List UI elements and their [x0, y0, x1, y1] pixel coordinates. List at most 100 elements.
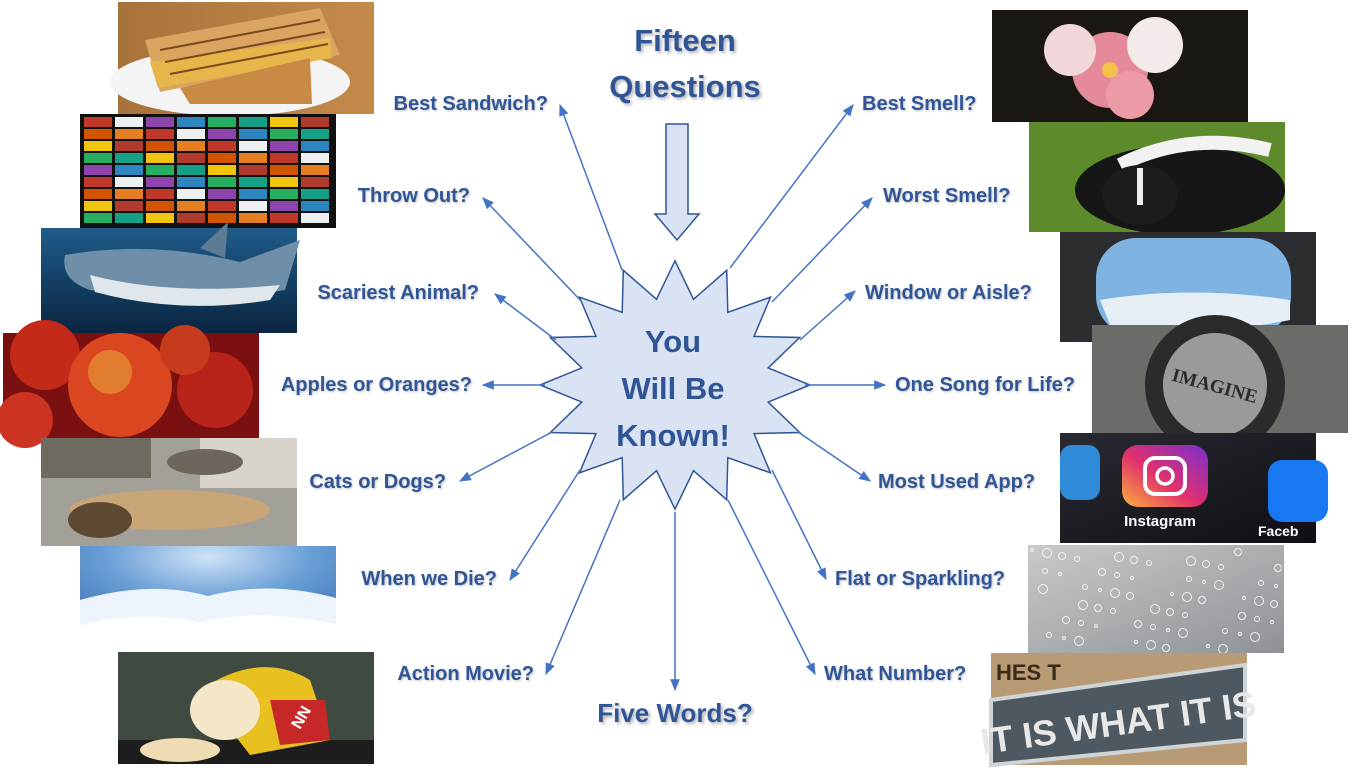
- photo-phone-apps: Instagram Faceb: [1060, 433, 1328, 543]
- bubble: [1214, 580, 1224, 590]
- vhs-tape: [301, 189, 329, 199]
- vhs-tape: [239, 213, 267, 223]
- bubble: [1258, 580, 1264, 586]
- center-text: You Will Be Known!: [588, 318, 758, 459]
- vhs-tape: [270, 165, 298, 175]
- vhs-tape: [208, 129, 236, 139]
- vhs-tape: [239, 141, 267, 151]
- photo-skunk: [1029, 122, 1285, 235]
- bubble: [1238, 612, 1246, 620]
- question-flat-or-sparkling: Flat or Sparkling?: [835, 568, 1006, 590]
- vhs-tape: [301, 201, 329, 211]
- bubble: [1058, 552, 1066, 560]
- vhs-tape: [84, 201, 112, 211]
- title: Fifteen Questions: [560, 18, 810, 110]
- vhs-tape: [208, 177, 236, 187]
- bubble: [1202, 580, 1206, 584]
- vhs-tape: [270, 117, 298, 127]
- bubble: [1114, 552, 1124, 562]
- center-line-2: Will Be: [621, 371, 725, 406]
- vhs-tape: [177, 141, 205, 151]
- bubble: [1074, 556, 1080, 562]
- bubble: [1182, 612, 1188, 618]
- question-best-smell: Best Smell?: [862, 93, 977, 115]
- bubble: [1110, 608, 1116, 614]
- bubble: [1038, 584, 1048, 594]
- vhs-tape: [239, 177, 267, 187]
- vhs-tape: [115, 213, 143, 223]
- arrow-scariest-animal: [494, 293, 557, 341]
- vhs-tape: [270, 177, 298, 187]
- vhs-tape: [146, 129, 174, 139]
- bubble: [1198, 596, 1206, 604]
- vhs-tape: [115, 165, 143, 175]
- bubble: [1134, 620, 1142, 628]
- bubble: [1250, 632, 1260, 642]
- vhs-tape: [301, 153, 329, 163]
- vhs-tape: [146, 141, 174, 151]
- photo-clouds: [80, 546, 336, 652]
- vhs-tape: [146, 165, 174, 175]
- vhs-tape: [239, 117, 267, 127]
- vhs-tape: [301, 117, 329, 127]
- bubble: [1218, 564, 1224, 570]
- vhs-tape: [270, 129, 298, 139]
- photo-flowers: [992, 10, 1248, 122]
- vhs-tape: [208, 213, 236, 223]
- vhs-tape: [239, 153, 267, 163]
- arrow-best-smell: [729, 104, 854, 269]
- vhs-tape: [84, 165, 112, 175]
- photo-imagine-mosaic: IMAGINE: [1092, 315, 1348, 455]
- question-one-song-for-life: One Song for Life?: [895, 374, 1075, 396]
- bubble: [1234, 548, 1242, 556]
- vhs-tape: [177, 189, 205, 199]
- arrows: [458, 103, 887, 692]
- photo-sparkling-water: [1028, 545, 1284, 654]
- bubble: [1166, 628, 1170, 632]
- question-worst-smell: Worst Smell?: [883, 185, 1011, 207]
- vhs-tape: [177, 165, 205, 175]
- arrow-when-we-die: [509, 469, 581, 582]
- photo-vhs-tapes: [80, 114, 336, 228]
- arrow-flat-or-sparkling: [771, 469, 827, 581]
- vhs-tape: [239, 201, 267, 211]
- vhs-tape: [115, 153, 143, 163]
- bubble: [1042, 548, 1052, 558]
- vhs-tape: [146, 117, 174, 127]
- bubble: [1182, 592, 1192, 602]
- photo-popcorn: NN: [118, 652, 374, 764]
- vhs-tape: [208, 189, 236, 199]
- bubble: [1186, 576, 1192, 582]
- photo-apples: [0, 320, 259, 448]
- bubble: [1150, 624, 1156, 630]
- vhs-tape: [115, 141, 143, 151]
- bubble: [1162, 644, 1170, 652]
- vhs-tape: [146, 189, 174, 199]
- vhs-tape: [208, 201, 236, 211]
- arrow-most-used-app: [797, 431, 871, 482]
- down-arrow: [653, 123, 701, 242]
- bubble: [1094, 624, 1098, 628]
- bubble: [1178, 628, 1188, 638]
- center-line-3: Known!: [616, 418, 730, 453]
- bubble: [1170, 592, 1174, 596]
- bubble: [1222, 628, 1228, 634]
- title-line-1: Fifteen: [634, 23, 736, 58]
- bubble: [1098, 568, 1106, 576]
- photo-cats-dogs: [41, 438, 297, 546]
- question-apples-or-oranges: Apples or Oranges?: [280, 374, 472, 396]
- vhs-tape: [301, 141, 329, 151]
- bubble: [1134, 640, 1138, 644]
- vhs-tape: [115, 189, 143, 199]
- vhs-tape: [270, 153, 298, 163]
- arrow-window-or-aisle: [799, 290, 856, 341]
- vhs-tape: [177, 177, 205, 187]
- vhs-tape: [177, 117, 205, 127]
- vhs-tape: [146, 153, 174, 163]
- facebook-label: Faceb: [1258, 523, 1298, 539]
- vhs-tape: [270, 201, 298, 211]
- arrow-what-number: [727, 499, 816, 676]
- vhs-tape: [208, 165, 236, 175]
- vhs-tape: [270, 213, 298, 223]
